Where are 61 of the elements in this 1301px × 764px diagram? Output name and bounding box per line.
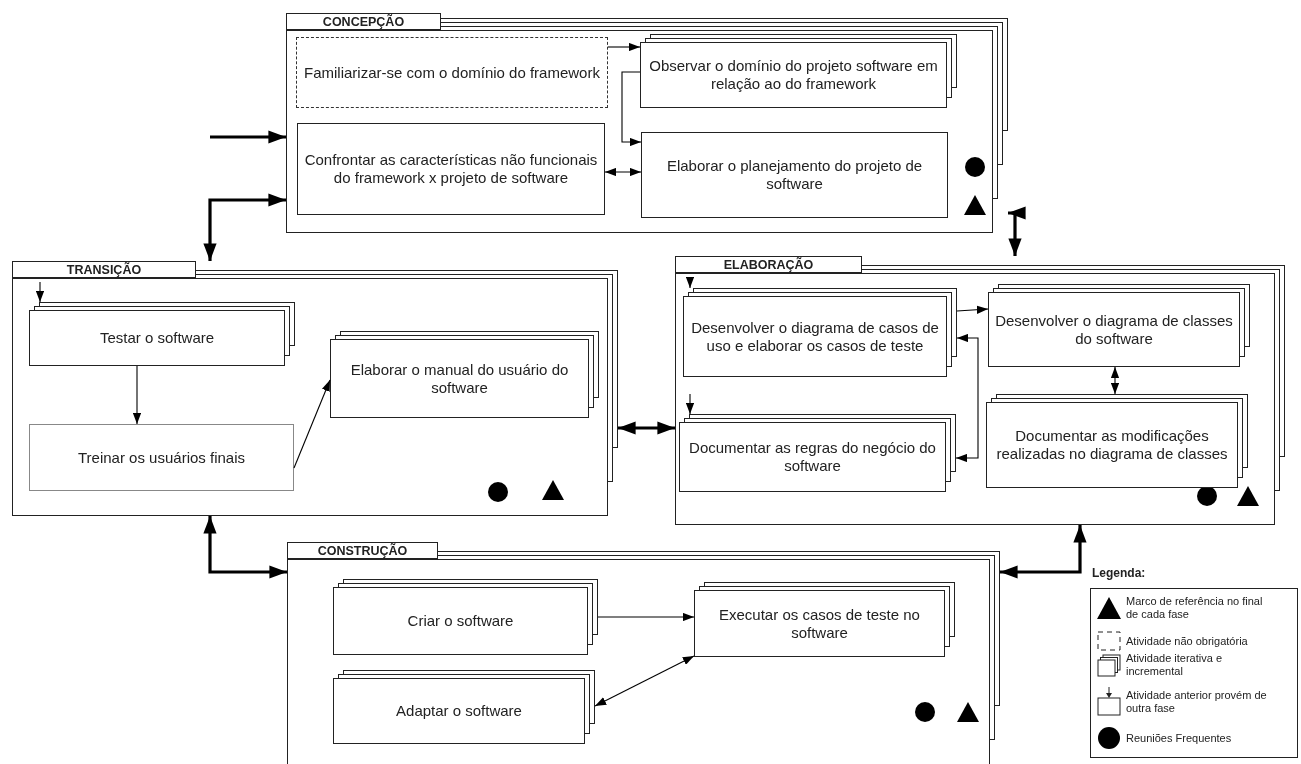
arrow xyxy=(956,305,989,314)
phase-panel xyxy=(286,13,1008,233)
iterative-activity-box xyxy=(640,34,957,108)
activity-label: Familiarizar-se com o domínio do framework xyxy=(304,63,600,82)
arrow xyxy=(621,71,642,147)
arrow xyxy=(955,333,979,463)
legend-text: Atividade anterior provém de outra fase xyxy=(1126,688,1268,715)
iterative-activity-box xyxy=(333,579,598,655)
arrow xyxy=(1000,525,1087,579)
activity-label: Desenvolver o diagrama de classes do software xyxy=(995,311,1233,348)
arrow xyxy=(618,421,675,435)
iterative-activity-box xyxy=(29,302,295,366)
phase-title: ELABORAÇÃO xyxy=(723,257,814,272)
arrow xyxy=(607,42,641,52)
iterative-activity-box xyxy=(330,331,599,418)
activity-label: Confrontar as características não funcionais do framework x projeto de software xyxy=(304,151,598,187)
arrow xyxy=(1008,206,1026,256)
optional-activity-box xyxy=(296,37,608,108)
legend-title: Legenda: xyxy=(1092,566,1146,580)
iterative-activity-box xyxy=(694,582,955,657)
activity-box xyxy=(641,132,948,218)
activity-box xyxy=(29,424,294,491)
arrow xyxy=(210,130,286,144)
activity-label: Documentar as regras do negócio do software xyxy=(688,439,937,475)
arrow xyxy=(685,393,695,415)
phase-title: TRANSIÇÃO xyxy=(66,262,142,277)
arrow xyxy=(597,612,695,622)
phase-panel xyxy=(12,261,618,516)
arrow xyxy=(132,365,142,425)
arrow xyxy=(604,167,642,177)
iterative-activity-box xyxy=(679,414,956,492)
legend-text: Atividade não obrigatória xyxy=(1126,635,1249,648)
phase-panel xyxy=(287,542,1000,764)
phase-panel xyxy=(675,256,1285,525)
activity-label: Adaptar o software xyxy=(396,702,522,720)
arrow xyxy=(203,193,286,261)
phase-title: CONCEPÇÃO xyxy=(322,14,405,29)
activity-label: Observar o domínio do projeto software em relação ao do framework xyxy=(648,57,939,93)
legend-text: Reuniões Frequentes xyxy=(1126,732,1233,745)
activity-label: Criar o software xyxy=(407,612,514,630)
arrow xyxy=(685,276,695,289)
arrow xyxy=(293,379,331,469)
legend-text: Atividade iterativa e incremental xyxy=(1126,652,1223,678)
iterative-activity-box xyxy=(333,670,595,744)
arrow xyxy=(1110,366,1120,395)
activity-box xyxy=(297,123,605,215)
activity-label: Testar o software xyxy=(99,329,215,347)
phase-title: CONSTRUÇÃO xyxy=(317,543,408,558)
activity-label: Treinar os usuários finais xyxy=(78,448,245,467)
arrow xyxy=(203,516,287,579)
iterative-activity-box xyxy=(683,288,957,377)
legend-text: Marco de referência no final de cada fase xyxy=(1126,595,1264,621)
activity-label: Elaborar o planejamento do projeto de software xyxy=(665,157,924,193)
activity-label: Executar os casos de teste no software xyxy=(718,605,921,642)
arrow xyxy=(594,655,695,707)
activity-label: Desenvolver o diagrama de casos de uso e elaborar os casos de teste xyxy=(690,318,940,355)
arrow xyxy=(35,281,45,303)
activity-label: Documentar as modificações realizadas no diagrama de classes xyxy=(995,427,1229,463)
activity-label: Elaborar o manual do usuário do software xyxy=(349,360,570,397)
iterative-activity-box xyxy=(988,284,1250,367)
iterative-activity-box xyxy=(986,394,1248,488)
